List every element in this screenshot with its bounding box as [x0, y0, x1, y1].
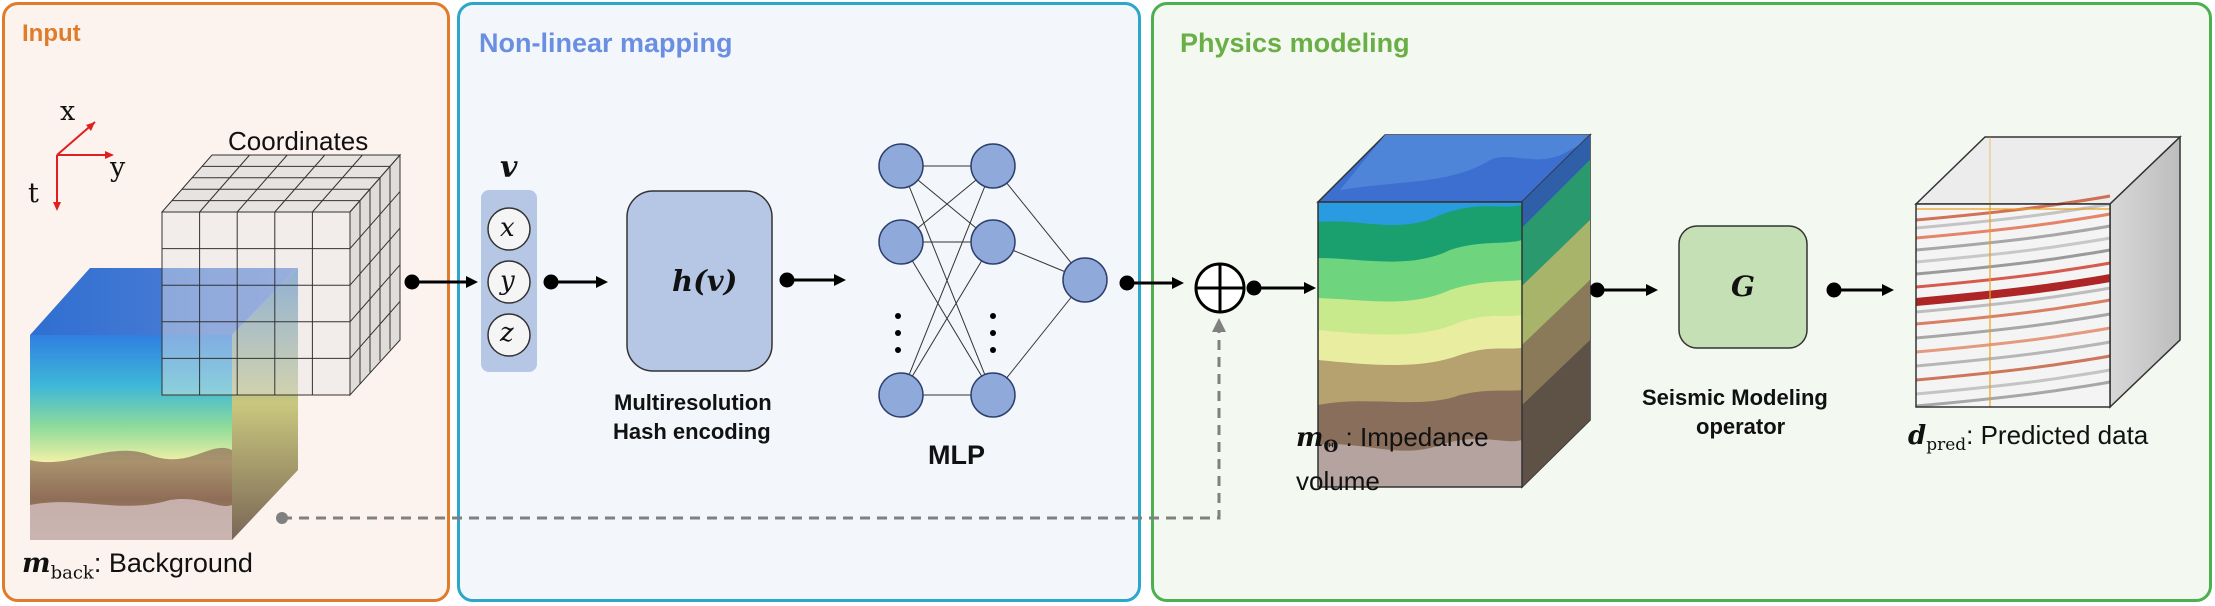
predicted-text: : Predicted data	[1966, 420, 2149, 450]
operator-symbol: G	[1731, 270, 1755, 303]
mlp-neuron	[970, 219, 1016, 265]
background-text: : Background	[93, 548, 253, 578]
seismic-operator-box	[1678, 225, 1808, 349]
predicted-data-volume	[1914, 135, 2182, 409]
mlp-neuron	[878, 372, 924, 418]
impedance-volume	[1316, 133, 1592, 489]
coordinates-label: Coordinates	[228, 126, 369, 156]
background-volume	[30, 268, 298, 540]
hash-encoding-box	[626, 190, 773, 372]
flow-arrows	[404, 272, 1894, 298]
v-item-y: y	[500, 266, 515, 296]
axis-y-label: y	[110, 152, 126, 183]
v-item-x: x	[500, 213, 515, 243]
input-title: Input	[22, 20, 81, 47]
impedance-symbol: m	[1296, 423, 1324, 453]
v-items	[487, 207, 531, 357]
background-symbol: m	[22, 548, 51, 579]
mlp-label: MLP	[928, 440, 985, 470]
operator-label-line1: Seismic Modeling	[1642, 385, 1828, 410]
mlp-neuron	[970, 143, 1016, 189]
impedance-label: mΘ : Impedance volume	[1296, 420, 1489, 498]
axis-t-label: t	[28, 178, 39, 209]
operator-label-line2: operator	[1696, 414, 1786, 439]
nonlinear-mapping-panel	[457, 2, 1141, 602]
axes-icon	[53, 121, 114, 211]
predicted-subscript: pred	[1926, 435, 1967, 456]
mlp-neuron	[878, 143, 924, 189]
hash-label-line1: Multiresolution	[614, 390, 772, 415]
physics-title: Physics modeling	[1180, 28, 1410, 58]
v-symbol: v	[500, 150, 518, 185]
mlp-network	[878, 143, 1108, 418]
background-subscript: back	[50, 562, 94, 584]
hash-label-line2: Hash encoding	[613, 419, 771, 444]
predicted-symbol: d	[1908, 421, 1927, 451]
impedance-subscript: Θ	[1323, 437, 1339, 458]
nonlinear-title: Non-linear mapping	[479, 28, 733, 58]
impedance-text-line2: volume	[1296, 466, 1380, 497]
v-item-z: z	[500, 318, 514, 348]
hash-symbol: h(v)	[672, 264, 738, 298]
sum-operator	[1194, 262, 1246, 314]
impedance-text-line1: : Impedance	[1338, 422, 1489, 452]
mlp-neuron	[1062, 257, 1108, 303]
mlp-neuron	[878, 219, 924, 265]
predicted-label: dpred: Predicted data	[1908, 420, 2148, 455]
coordinates-grid	[160, 153, 402, 397]
mlp-ellipsis	[895, 313, 996, 353]
background-label: mback: Background	[22, 548, 253, 583]
mlp-neuron	[970, 372, 1016, 418]
background-skip-connection	[276, 318, 1226, 524]
axis-x-label: x	[60, 96, 76, 127]
